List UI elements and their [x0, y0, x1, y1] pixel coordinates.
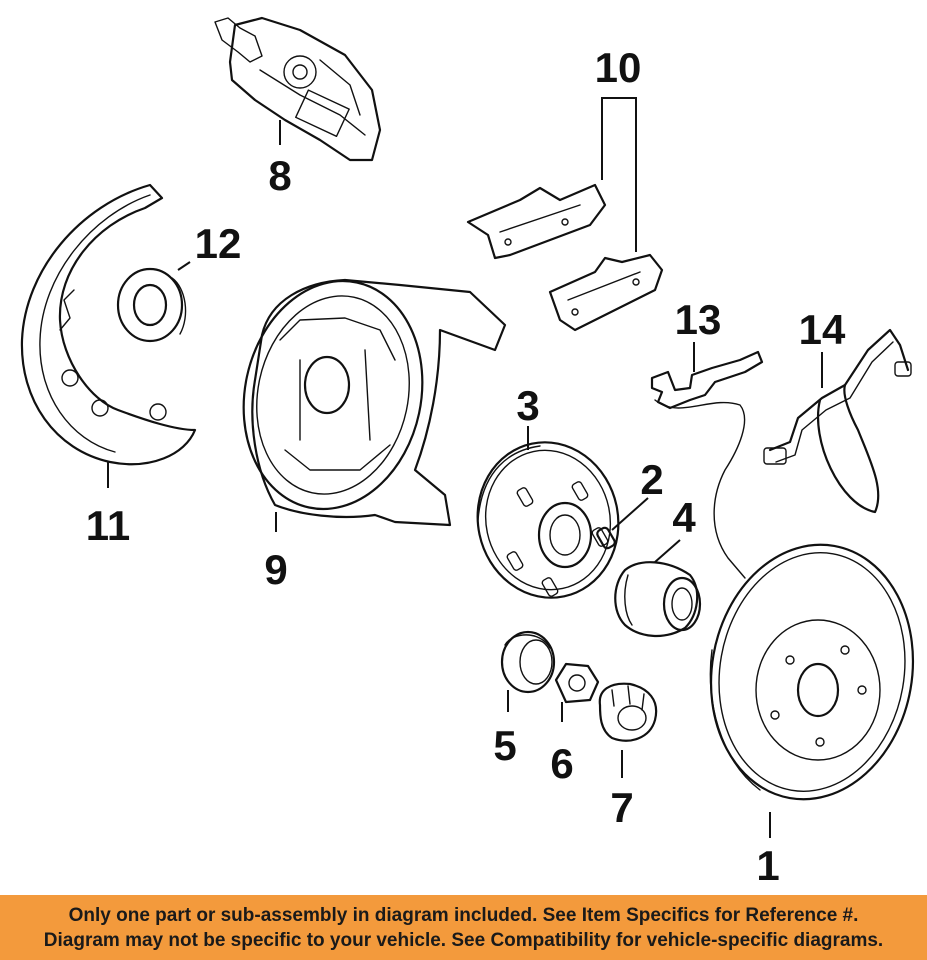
callout-2: 2	[640, 456, 663, 503]
part-9-backing-plate	[242, 278, 507, 527]
part-10-brake-pads	[466, 183, 664, 332]
callout-1: 1	[756, 842, 779, 889]
part-7-retainer	[598, 682, 658, 742]
callout-3: 3	[516, 382, 539, 429]
callout-10: 10	[595, 44, 642, 91]
disclaimer-line-2: Diagram may not be specific to your vehi…	[43, 930, 884, 951]
callout-6: 6	[550, 740, 573, 787]
callout-5: 5	[493, 722, 516, 769]
part-1-rotor	[709, 543, 915, 801]
leader-4	[654, 539, 681, 563]
part-4-bearing	[614, 561, 702, 638]
disclaimer-banner: Only one part or sub-assembly in diagram…	[0, 895, 927, 960]
leader-2	[611, 497, 649, 531]
part-6-nut	[554, 662, 600, 704]
part-14-sensor-harness	[763, 328, 912, 514]
exploded-parts-diagram: 8 10 11 12 9	[20, 16, 915, 889]
part-13-speed-sensor	[650, 350, 764, 579]
callout-13: 13	[675, 296, 722, 343]
part-3-hub	[476, 441, 620, 599]
callout-7: 7	[610, 784, 633, 831]
callout-12: 12	[195, 220, 242, 267]
callout-11: 11	[86, 502, 130, 549]
disclaimer-line-1: Only one part or sub-assembly in diagram…	[68, 905, 859, 926]
part-11-dust-shield	[20, 183, 197, 466]
callout-9: 9	[264, 546, 287, 593]
part-8-caliper	[214, 16, 382, 162]
part-12-seal	[116, 267, 187, 343]
leader-10	[601, 97, 637, 252]
callout-14: 14	[799, 306, 846, 353]
part-5-dust-cap	[500, 630, 556, 694]
leader-12	[177, 261, 191, 271]
callout-8: 8	[268, 152, 291, 199]
part-2-stud	[596, 526, 616, 550]
callout-4: 4	[672, 494, 696, 541]
